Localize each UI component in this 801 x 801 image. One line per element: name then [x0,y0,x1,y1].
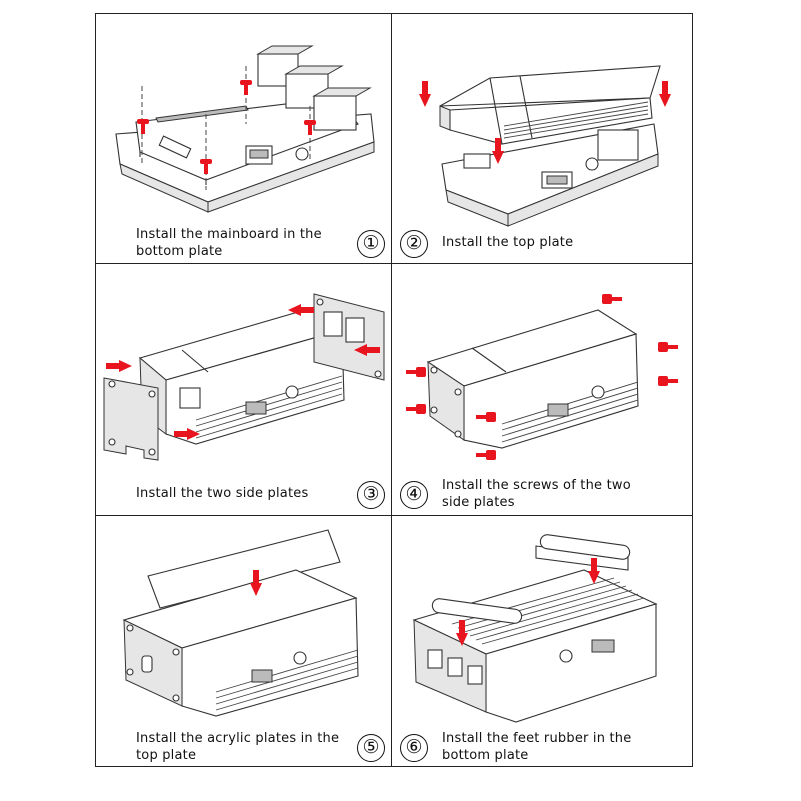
row-divider-1 [95,263,693,264]
down-arrow-icon [492,138,504,164]
step-2-caption: Install the top plate [442,235,574,250]
down-arrow-icon [659,81,671,107]
step-5-number: ⑤ [357,734,385,762]
screw-icon [658,342,678,352]
screw-icon [476,412,496,422]
step-2-illustration [439,65,661,227]
step-3-panel [96,264,391,515]
step-2-panel [392,14,692,263]
step-4-illustration [426,309,639,449]
down-arrow-icon [588,558,600,584]
down-arrow-icon [419,81,431,107]
screw-icon [240,80,252,95]
step-1-number: ① [357,230,385,258]
step-6-illustration [412,534,658,723]
step-4-panel [392,264,692,515]
instruction-sheet [95,13,693,767]
left-arrow-icon [354,344,380,356]
step-4-caption: Install the screws of the two side plate… [442,478,631,510]
screw-icon [476,450,496,460]
right-arrow-icon [106,360,132,372]
right-arrow-icon [174,428,200,440]
step-2-number: ② [400,230,428,258]
down-arrow-icon [250,570,262,596]
screw-icon [602,294,622,304]
screw-icon [406,404,426,414]
screw-icon [137,119,149,134]
screw-icon [200,159,212,174]
left-arrow-icon [288,304,314,316]
column-divider [391,13,392,767]
step-4-number: ④ [400,481,428,509]
step-3-illustration [103,293,385,461]
screw-icon [658,376,678,386]
row-divider-2 [95,515,693,516]
screw-icon [406,367,426,377]
step-3-caption: Install the two side plates [136,486,309,501]
step-6-caption: Install the feet rubber in the bottom pl… [442,731,632,763]
step-3-number: ③ [357,481,385,509]
screw-icon [304,120,316,135]
step-5-illustration [122,529,359,717]
down-arrow-icon [456,620,468,646]
step-1-panel [96,14,391,263]
step-1-illustration [115,45,375,213]
step-6-panel [392,516,692,766]
step-6-number: ⑥ [400,734,428,762]
step-5-panel [96,516,391,766]
step-5-caption: Install the acrylic plates in the top pl… [136,731,340,763]
step-1-caption: Install the mainboard in the bottom plat… [136,227,322,259]
